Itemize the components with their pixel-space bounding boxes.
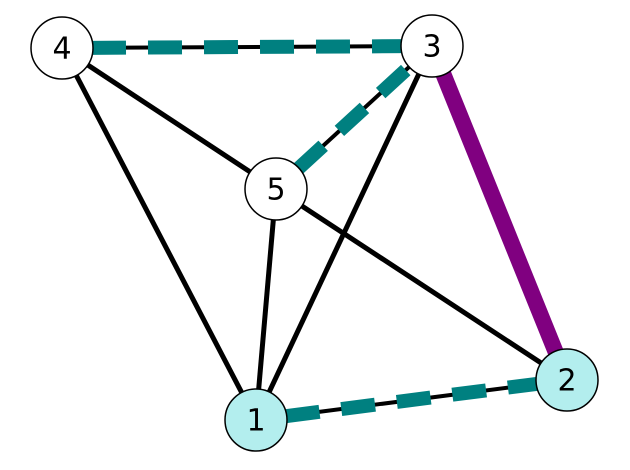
node-2-label: 2 xyxy=(557,364,576,399)
node-4-label: 4 xyxy=(52,32,71,67)
edge-5-2 xyxy=(274,186,569,383)
node-5-circle xyxy=(244,157,308,221)
node-2: 2 xyxy=(535,348,599,412)
edge-1-5 xyxy=(253,188,279,421)
node-4: 4 xyxy=(30,16,94,80)
node-2-circle xyxy=(535,348,599,412)
edge-1-2-dashes xyxy=(255,373,568,427)
edge-5-3-dashes xyxy=(271,40,437,195)
edge-4-3 xyxy=(61,39,433,55)
edge-5-2-line xyxy=(274,186,569,383)
edge-4-5 xyxy=(60,45,278,192)
node-1: 1 xyxy=(224,388,288,452)
node-1-label: 1 xyxy=(246,404,265,439)
edges-layer xyxy=(59,39,575,427)
node-3-circle xyxy=(400,14,464,78)
edge-1-4 xyxy=(59,46,259,422)
node-4-circle xyxy=(30,16,94,80)
node-5-label: 5 xyxy=(266,173,285,208)
edge-3-2 xyxy=(424,43,575,383)
edge-4-3-dashes xyxy=(61,39,433,55)
node-3-label: 3 xyxy=(422,30,441,65)
node-3: 3 xyxy=(400,14,464,78)
edge-1-2 xyxy=(255,373,568,427)
node-1-circle xyxy=(224,388,288,452)
edge-3-2-line xyxy=(424,43,575,383)
edge-1-5-line xyxy=(253,188,279,421)
nodes-layer: 1 2 3 4 5 xyxy=(30,14,599,452)
node-5: 5 xyxy=(244,157,308,221)
edge-5-3 xyxy=(271,40,437,195)
edge-1-4-line xyxy=(59,46,259,422)
edge-4-5-line xyxy=(60,45,278,192)
